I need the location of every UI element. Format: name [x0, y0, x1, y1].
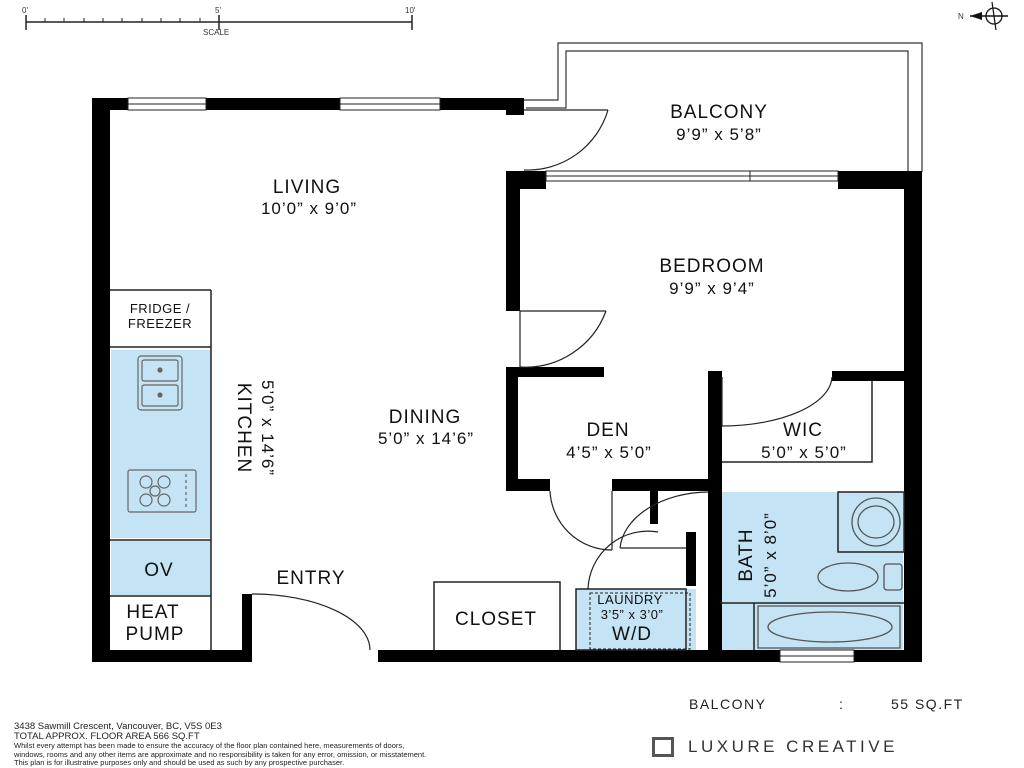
balcony-name: BALCONY — [670, 102, 768, 123]
scale-bar: 0' 5' 10' SCALE — [22, 6, 416, 37]
disclaimer-line-3: This plan is for illustrative purposes o… — [14, 758, 345, 767]
living-name: LIVING — [273, 177, 341, 198]
fridge-label-line1: FRIDGE / — [130, 301, 190, 316]
balcony-dims: 9’9” x 5’8” — [676, 125, 762, 144]
wic-dims: 5’0” x 5’0” — [761, 443, 847, 462]
total-area-line: TOTAL APPROX. FLOOR AREA 566 SQ.FT — [14, 731, 200, 742]
heat-pump-label-line2: PUMP — [126, 624, 185, 645]
fridge-label-line2: FREEZER — [128, 316, 192, 331]
north-arrow-icon: N — [958, 1, 1008, 31]
den-name: DEN — [586, 420, 629, 441]
bathtub-icon — [757, 605, 901, 649]
scale-tick-0: 0' — [22, 6, 28, 15]
scale-label: SCALE — [203, 28, 229, 37]
kitchen-name: KITCHEN — [233, 383, 254, 473]
walls — [92, 98, 922, 662]
scale-tick-10: 10' — [405, 6, 416, 15]
laundry-unit: W/D — [612, 624, 652, 645]
den-dims: 4’5” x 5’0” — [566, 443, 652, 462]
area-summary-separator: : — [839, 696, 845, 712]
scale-tick-5: 5' — [215, 6, 221, 15]
closet-name: CLOSET — [455, 609, 537, 630]
brand-name: LUXURE CREATIVE — [688, 737, 898, 756]
partitions — [110, 289, 905, 651]
washer-dryer-box — [589, 592, 691, 650]
kitchen-dims: 5’0” x 14’6” — [258, 380, 277, 476]
bedroom-dims: 9’9” x 9’4” — [669, 279, 755, 298]
balcony-railing — [524, 42, 923, 172]
door-swings — [251, 109, 833, 651]
north-label: N — [958, 12, 964, 21]
bath-name: BATH — [736, 528, 757, 581]
disclaimer-line-1: Whilst every attempt has been made to en… — [14, 741, 405, 750]
bath-sink-icon — [851, 497, 901, 547]
dining-name: DINING — [389, 407, 462, 428]
cooktop-icon — [127, 469, 197, 513]
windows — [127, 97, 855, 663]
toilet-icon — [817, 562, 903, 592]
heat-pump-label-line1: HEAT — [126, 602, 179, 623]
oven-label: OV — [144, 560, 173, 581]
entry-name: ENTRY — [276, 568, 345, 589]
dining-dims: 5’0” x 14’6” — [378, 429, 474, 448]
bedroom-name: BEDROOM — [659, 256, 764, 277]
brand-mark-icon — [652, 737, 674, 757]
sink-icon — [137, 355, 183, 411]
bath-dims: 5’0” x 8’0” — [761, 512, 780, 598]
disclaimer-block: 3438 Sawmill Crescent, Vancouver, BC, V5… — [14, 722, 426, 768]
area-summary-value: 55 SQ.FT — [891, 696, 964, 712]
address-line: 3438 Sawmill Crescent, Vancouver, BC, V5… — [14, 721, 222, 732]
laundry-name: LAUNDRY — [597, 592, 662, 607]
brand-logo: LUXURE CREATIVE — [652, 737, 898, 757]
area-summary-label: BALCONY — [689, 696, 767, 712]
laundry-dims: 3’5” x 3’0” — [601, 607, 664, 622]
wic-name: WIC — [783, 420, 823, 441]
living-dims: 10’0” x 9’0” — [261, 199, 357, 218]
disclaimer-line-2: windows, rooms and any other items are a… — [14, 749, 427, 759]
